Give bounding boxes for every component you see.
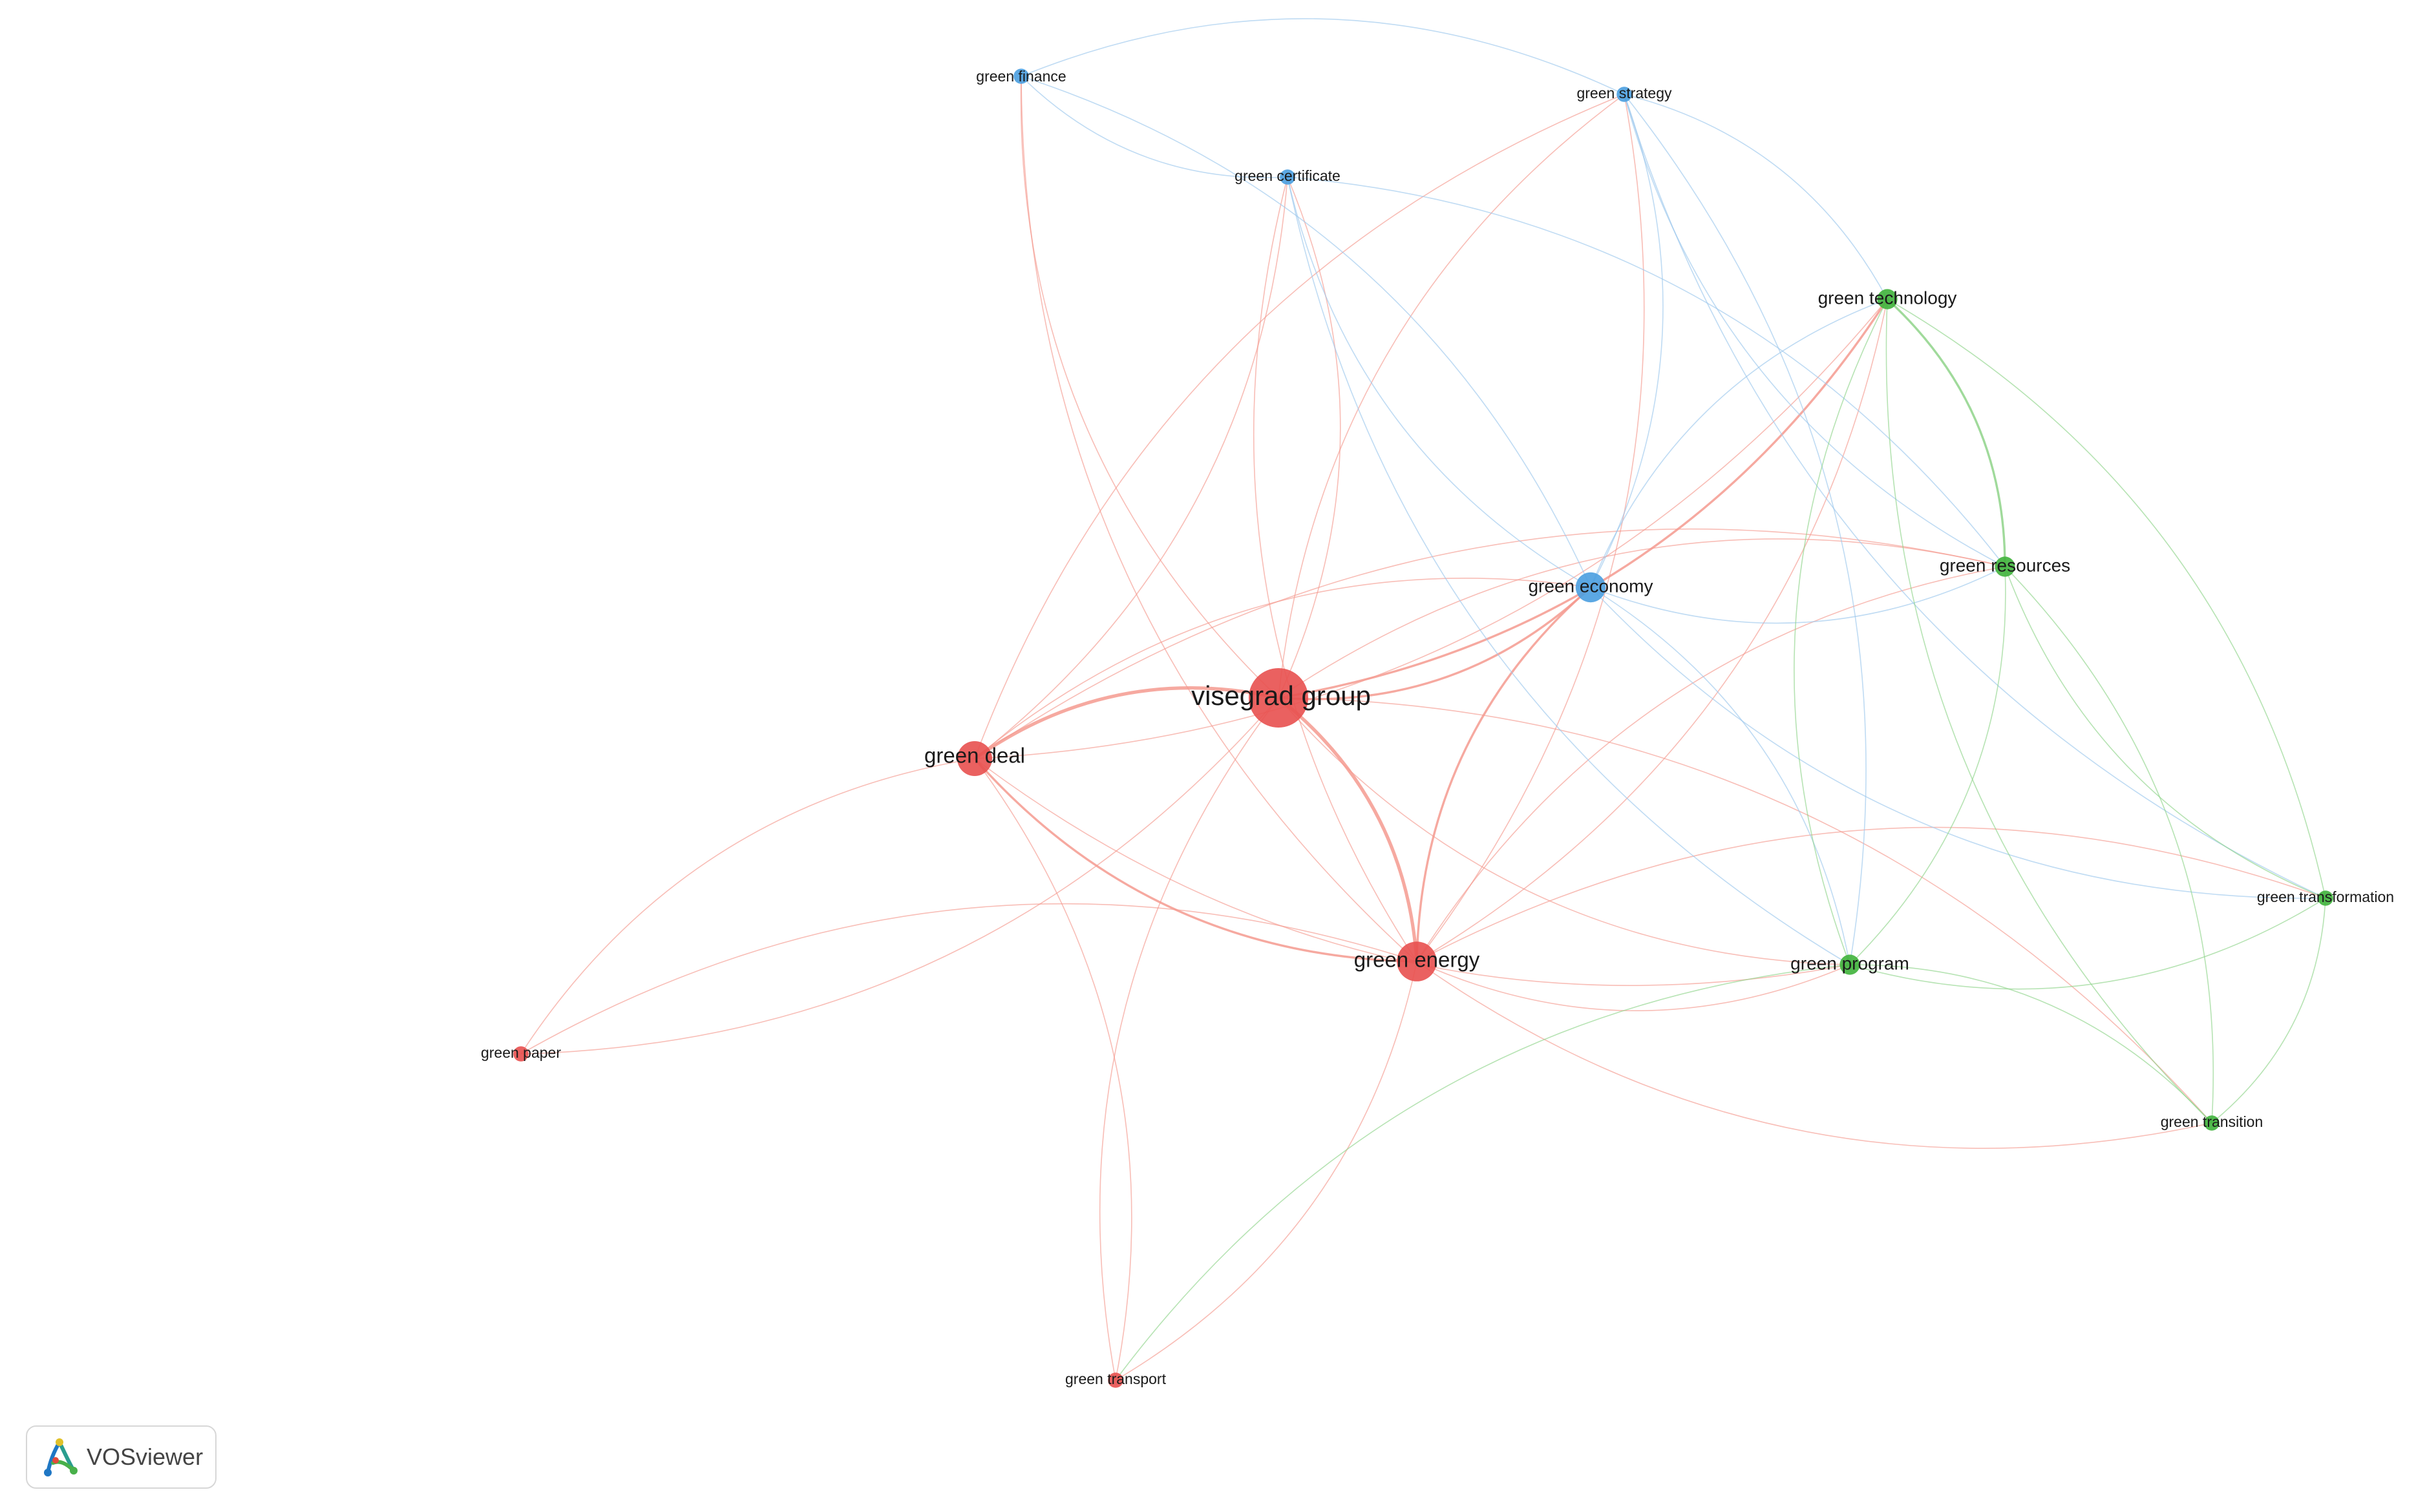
vosviewer-badge[interactable]: VOSviewer <box>26 1425 217 1489</box>
node-label-transport: green transport <box>1065 1370 1167 1387</box>
edge-technology-transformation <box>1887 299 2326 899</box>
edge-visegrad-paper <box>520 697 1279 1055</box>
node-label-transition: green transition <box>2161 1113 2263 1130</box>
node-economy[interactable] <box>1575 572 1606 603</box>
node-strategy[interactable] <box>1616 87 1632 102</box>
edge-economy-transformation <box>1590 587 2326 899</box>
node-label-strategy: green strategy <box>1576 85 1672 101</box>
edge-energy-transition <box>1416 961 2212 1149</box>
node-paper[interactable] <box>513 1046 529 1062</box>
edge-deal-technology <box>974 299 1888 759</box>
labels-layer: visegrad group green deal green energy gree… <box>481 68 2394 1387</box>
edge-energy-paper <box>520 903 1417 1055</box>
node-label-deal: green deal <box>924 744 1025 768</box>
node-label-energy: green energy <box>1354 948 1480 972</box>
edge-strategy-resources <box>1624 94 2006 567</box>
edge-visegrad-energy <box>1277 696 1419 962</box>
edge-economy-program <box>1590 587 1850 965</box>
node-label-visegrad: visegrad group <box>1191 680 1371 711</box>
node-finance[interactable] <box>1013 68 1029 84</box>
edge-visegrad-program <box>1278 697 1850 965</box>
edge-finance-certificate <box>1021 76 1288 178</box>
edge-resources-transformation <box>2004 566 2326 899</box>
edge-technology-program <box>1794 299 1888 965</box>
edge-visegrad-transition <box>1278 697 2212 1124</box>
edge-strategy-program <box>1624 94 1867 965</box>
edge-technology-resources <box>1886 298 2006 567</box>
edge-deal-strategy <box>974 94 1625 759</box>
node-transition[interactable] <box>2204 1115 2220 1131</box>
node-label-technology: green technology <box>1818 288 1957 308</box>
edge-certificate-resources <box>1287 176 2006 567</box>
edge-deal-paper <box>520 758 975 1055</box>
edge-energy-certificate <box>1253 176 1417 962</box>
edge-deal-resources <box>974 528 2006 759</box>
edge-visegrad-deal <box>973 686 1279 761</box>
edge-deal-energy <box>973 757 1417 963</box>
edge-finance-strategy <box>1021 18 1625 95</box>
edge-program-transformation <box>1849 898 2326 990</box>
edge-deal-economy <box>974 578 1591 759</box>
edge-deal-certificate <box>974 176 1288 759</box>
node-label-resources: green resources <box>1940 555 2070 575</box>
edge-energy-program <box>1416 961 1850 1011</box>
node-label-finance: green finance <box>976 68 1066 85</box>
edge-visegrad-resources <box>1278 538 2006 698</box>
edge-strategy-technology <box>1624 94 1888 300</box>
edge-energy-resources <box>1416 566 2006 962</box>
node-program[interactable] <box>1839 954 1860 975</box>
node-transformation[interactable] <box>2318 890 2333 906</box>
node-transport[interactable] <box>1108 1372 1123 1388</box>
node-resources[interactable] <box>1995 556 2015 577</box>
node-deal[interactable] <box>957 741 992 776</box>
vosviewer-logo-icon <box>44 1438 78 1476</box>
edge-strategy-transformation <box>1624 94 2326 899</box>
edge-economy-certificate <box>1287 176 1591 588</box>
edge-resources-transition <box>2004 566 2214 1124</box>
edge-energy-technology <box>1416 299 1888 962</box>
edges-layer <box>520 18 2326 1381</box>
edge-energy-finance <box>1021 76 1417 962</box>
edge-economy-strategy <box>1590 94 1664 588</box>
edge-energy-strategy <box>1416 94 1645 962</box>
edge-program-transition <box>1849 964 2212 1124</box>
node-label-transformation: green transformation <box>2257 888 2394 905</box>
edge-deal-program <box>974 758 1850 986</box>
edge-transformation-transition <box>2211 898 2326 1124</box>
edge-economy-resources <box>1590 566 2006 624</box>
edge-technology-transition <box>1885 299 2212 1124</box>
node-label-economy: green economy <box>1528 576 1653 596</box>
edge-economy-technology <box>1590 299 1888 588</box>
edge-visegrad-technology <box>1278 299 1889 699</box>
node-technology[interactable] <box>1877 289 1898 310</box>
node-label-program: green program <box>1790 953 1909 973</box>
node-certificate[interactable] <box>1280 169 1295 185</box>
edge-visegrad-certificate <box>1278 176 1341 698</box>
nodes-layer <box>513 68 2333 1388</box>
edge-certificate-program <box>1287 176 1850 965</box>
edge-visegrad-strategy <box>1278 94 1625 698</box>
edge-resources-program <box>1849 566 2006 965</box>
edge-energy-transport <box>1115 961 1417 1381</box>
edge-visegrad-finance <box>1020 76 1279 698</box>
node-label-paper: green paper <box>481 1044 561 1061</box>
edge-visegrad-transport <box>1099 697 1279 1381</box>
node-label-certificate: green certificate <box>1235 167 1341 184</box>
node-energy[interactable] <box>1397 941 1437 982</box>
edge-deal-transport <box>974 758 1132 1381</box>
node-visegrad[interactable] <box>1249 668 1308 728</box>
vosviewer-badge-label: VOSviewer <box>87 1444 204 1470</box>
edge-program-transport <box>1115 964 1850 1381</box>
edge-energy-economy <box>1415 586 1592 962</box>
edge-economy-finance <box>1021 76 1591 588</box>
